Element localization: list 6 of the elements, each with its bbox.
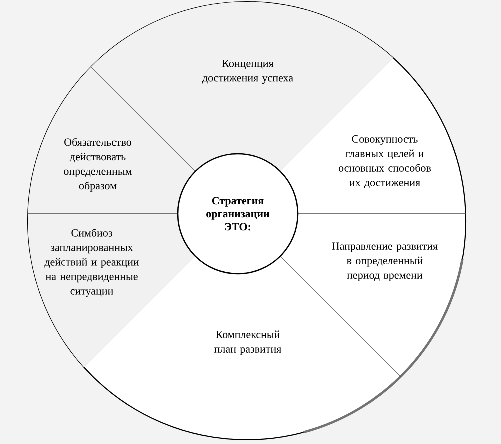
sector-text: Направление развития в определенный период времени — [332, 242, 438, 282]
sector-text: Симбиоз запланированных действий и реакции на непредвиденные ситуации — [44, 228, 140, 298]
sector-text: Комплексный план развития — [214, 330, 282, 356]
sector-text: Совокупность главных целей и основных способов их достижения — [338, 136, 432, 188]
sector-text: Концепция достижения успеха — [202, 60, 294, 84]
sector-text: Обязательство действовать определенным образом — [64, 138, 132, 192]
